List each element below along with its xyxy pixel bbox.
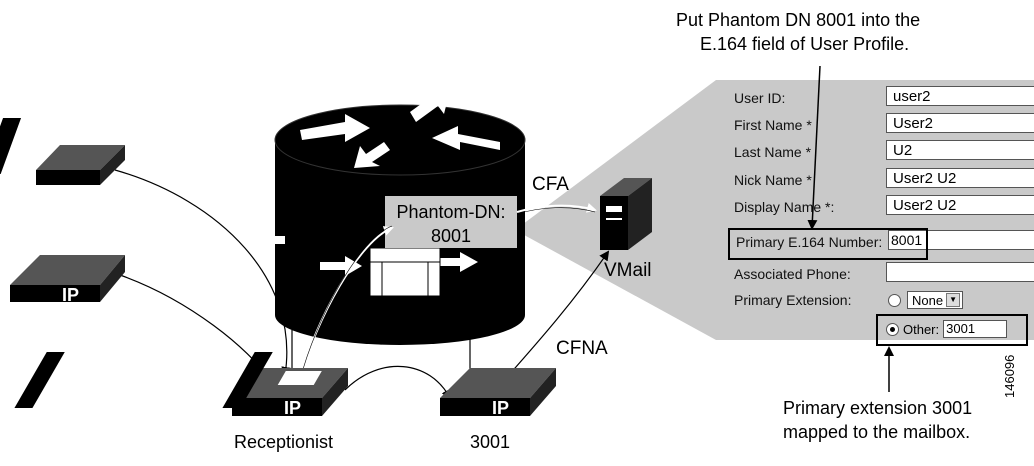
e164-highlight <box>728 228 928 260</box>
nick-name-label: Nick Name * <box>734 172 812 188</box>
cfa-label: CFA <box>532 174 569 195</box>
top-note-line1: Put Phantom DN 8001 into the <box>676 10 921 30</box>
row-e164: Primary E.164 Number: 8001 <box>716 230 1034 254</box>
nick-name-field[interactable]: User2 U2 <box>886 168 1034 188</box>
top-note-line2: E.164 field of User Profile. <box>700 34 910 54</box>
first-name-field[interactable]: User2 <box>886 113 1034 133</box>
phantom-dn-box <box>385 196 517 248</box>
primary-extension-label: Primary Extension: <box>734 292 852 308</box>
user-id-label: User ID: <box>734 90 786 106</box>
radio-none[interactable] <box>888 293 901 307</box>
row-primary-extension: Primary Extension: None ▼ <box>716 288 1034 312</box>
chevron-down-icon: ▼ <box>946 293 961 307</box>
primary-ext-other-field[interactable]: 3001 <box>943 320 1008 338</box>
primary-ext-none-group: None ▼ <box>888 291 964 309</box>
receptionist-label: Receptionist <box>234 432 333 452</box>
cfna-label: CFNA <box>556 338 608 359</box>
flow-cfa <box>516 203 597 213</box>
associated-phone-field[interactable] <box>886 262 1034 282</box>
ip-phone-left-icon: IP <box>10 255 125 305</box>
voicemail-server-icon <box>600 178 652 250</box>
user-profile-panel: User ID: user2 First Name * User2 Last N… <box>716 80 1034 340</box>
last-name-label: Last Name * <box>734 144 812 160</box>
phantom-dn-label-line1: Phantom-DN: <box>396 202 505 222</box>
flow-analog-to-receptionist <box>114 169 292 377</box>
analog-phone-icon <box>0 118 125 185</box>
row-user-id: User ID: user2 <box>716 86 1034 110</box>
row-first-name: First Name * User2 <box>716 113 1034 137</box>
figure-id: 146096 <box>1002 354 1017 398</box>
bottom-note-line2: mapped to the mailbox. <box>783 422 971 442</box>
flow-receptionist-to-3001 <box>344 365 451 400</box>
first-name-label: First Name * <box>734 117 812 133</box>
router-icon <box>245 90 526 345</box>
svg-text:IP: IP <box>62 285 79 305</box>
associated-phone-label: Associated Phone: <box>734 266 851 282</box>
vmail-label: VMail <box>604 260 652 281</box>
row-display-name: Display Name *: User2 U2 <box>716 195 1034 219</box>
primary-ext-other-label: Other: <box>903 321 940 337</box>
primary-ext-none-value: None <box>912 292 944 308</box>
last-name-field[interactable]: U2 <box>886 140 1034 160</box>
e164-field[interactable]: 8001 <box>888 230 928 250</box>
svg-text:IP: IP <box>492 398 509 418</box>
primary-ext-none-select[interactable]: None ▼ <box>907 291 964 309</box>
other-extension-highlight <box>876 314 1028 346</box>
row-last-name: Last Name * U2 <box>716 140 1034 164</box>
user-id-field[interactable]: user2 <box>886 86 1034 106</box>
row-associated-phone: Associated Phone: <box>716 262 1034 286</box>
radio-other-selected[interactable] <box>886 322 899 336</box>
flow-ip-to-receptionist <box>119 274 270 380</box>
phantom-dn-label-line2: 8001 <box>431 226 471 246</box>
display-name-label: Display Name *: <box>734 199 835 215</box>
bottom-note-line1: Primary extension 3001 <box>783 398 973 418</box>
e164-label: Primary E.164 Number: <box>736 234 883 250</box>
svg-text:IP: IP <box>284 398 301 418</box>
extension-3001-phone-icon: IP <box>222 352 556 418</box>
e164-field-extension <box>928 230 1034 250</box>
display-name-field[interactable]: User2 U2 <box>886 195 1034 215</box>
primary-ext-other-group: Other: 3001 <box>886 320 1008 338</box>
row-nick-name: Nick Name * User2 U2 <box>716 168 1034 192</box>
ext-3001-label: 3001 <box>470 432 510 452</box>
